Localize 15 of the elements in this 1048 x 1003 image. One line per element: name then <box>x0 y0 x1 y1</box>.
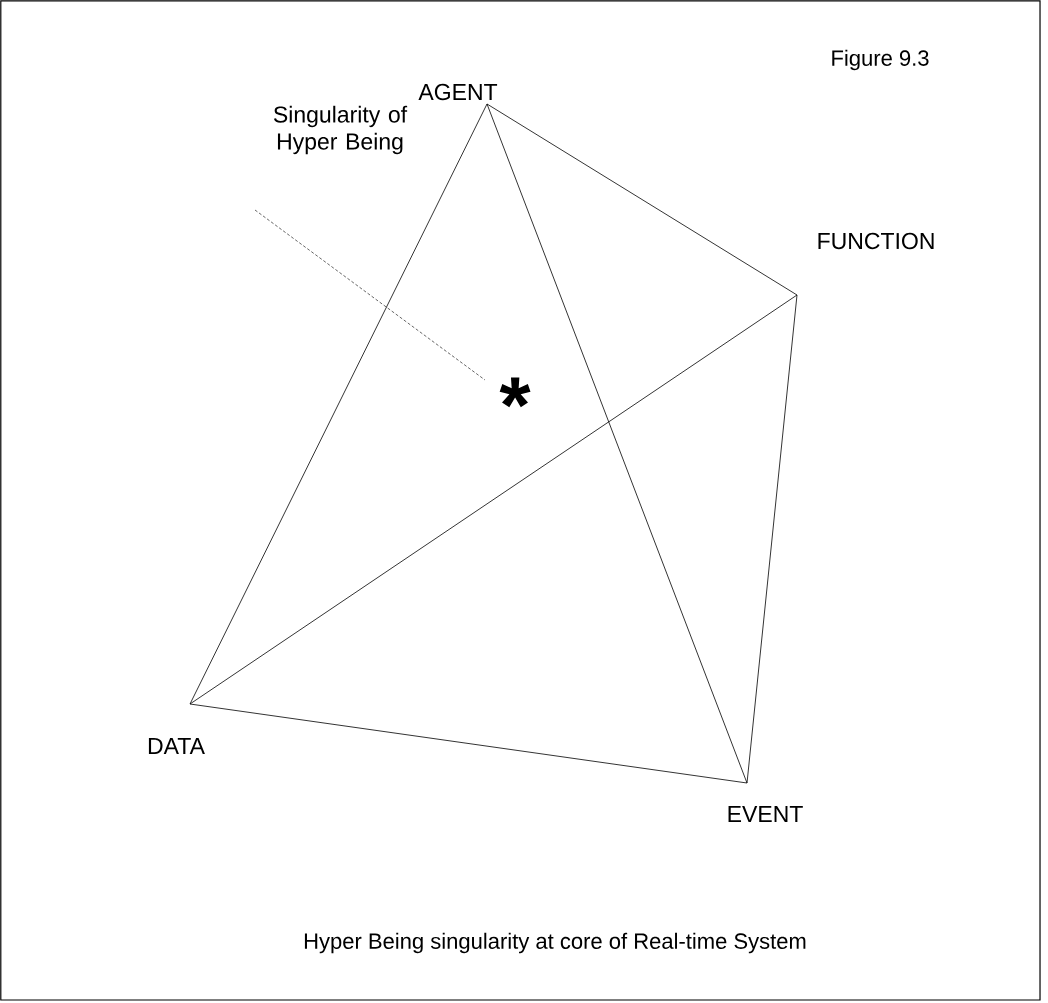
connecting-line <box>486 103 798 296</box>
connecting-line <box>189 294 798 705</box>
connecting-line <box>189 103 488 705</box>
vertex-label: FUNCTION <box>818 232 934 250</box>
vertex-label: EVENT <box>728 806 803 822</box>
figure-number: Figure 9.3 <box>832 49 929 71</box>
vertex-label: DATA <box>148 738 205 754</box>
caption: Hyper Being singularity at core of Real-time System <box>304 932 806 954</box>
connecting-line <box>189 703 748 784</box>
asterisk-mark: * <box>499 377 531 408</box>
vertex-label: AGENT <box>418 83 498 101</box>
connecting-line <box>746 294 798 784</box>
connecting-line <box>486 103 748 784</box>
leader-line <box>254 209 486 381</box>
callout-text: Singularity of Hyper Being <box>273 105 408 155</box>
